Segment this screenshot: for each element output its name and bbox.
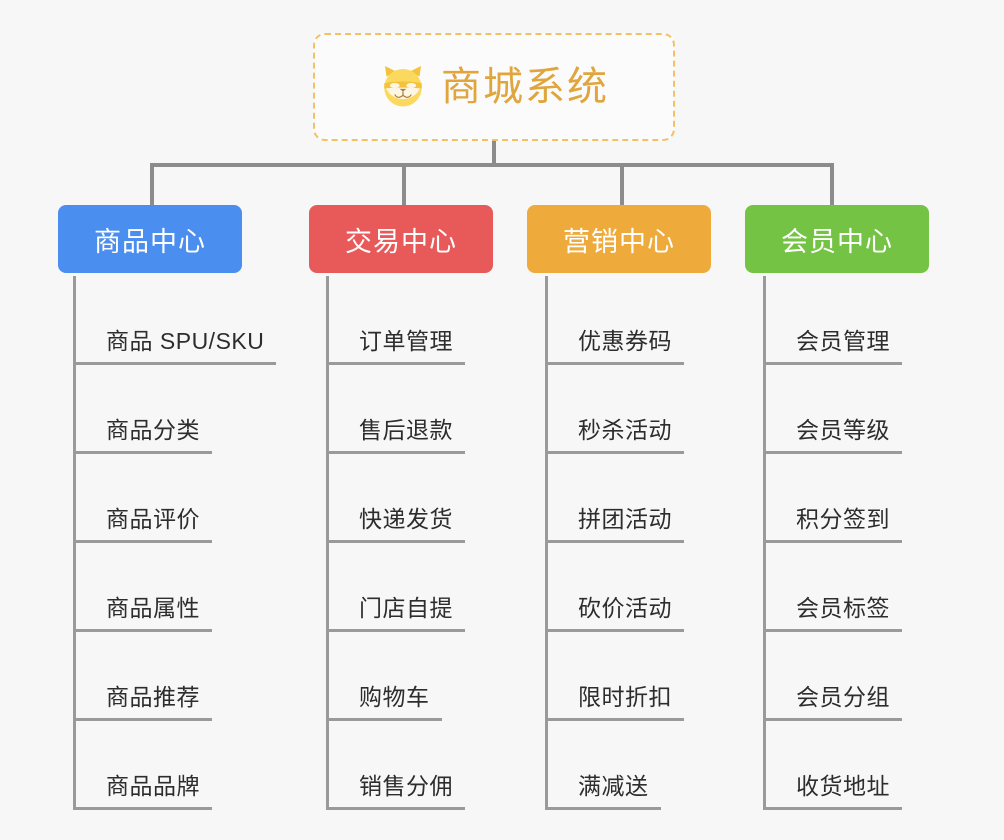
leaf-label: 拼团活动 (548, 508, 684, 543)
leaf-item[interactable]: 砍价活动 (548, 543, 684, 632)
leaf-item[interactable]: 会员标签 (766, 543, 902, 632)
leaf-item[interactable]: 商品推荐 (76, 632, 212, 721)
leaf-item[interactable]: 商品分类 (76, 365, 212, 454)
leaf-item[interactable]: 优惠券码 (548, 276, 684, 365)
leaf-label: 商品属性 (76, 597, 212, 632)
leaf-spine-0 (73, 276, 76, 810)
leaf-spine-1 (326, 276, 329, 810)
category-label-2: 营销中心 (563, 226, 675, 257)
leaf-item[interactable]: 拼团活动 (548, 454, 684, 543)
leaf-label: 收货地址 (766, 775, 902, 810)
leaf-item[interactable]: 购物车 (329, 632, 442, 721)
connector-horizontal-bus (150, 163, 834, 167)
leaf-label: 秒杀活动 (548, 419, 684, 454)
root-node[interactable]: 商城系统 (313, 33, 675, 141)
leaf-label: 会员标签 (766, 597, 902, 632)
leaf-item[interactable]: 会员等级 (766, 365, 902, 454)
leaf-label: 订单管理 (329, 330, 465, 365)
leaf-label: 会员分组 (766, 686, 902, 721)
dog-face-icon (379, 63, 427, 111)
leaf-item[interactable]: 商品评价 (76, 454, 212, 543)
leaf-spine-2 (545, 276, 548, 810)
leaf-label: 砍价活动 (548, 597, 684, 632)
leaf-item[interactable]: 销售分佣 (329, 721, 465, 810)
leaf-spine-3 (763, 276, 766, 810)
leaf-item[interactable]: 限时折扣 (548, 632, 684, 721)
leaf-label: 商品品牌 (76, 775, 212, 810)
category-label-3: 会员中心 (781, 226, 893, 257)
leaf-label: 优惠券码 (548, 330, 684, 365)
leaf-label: 会员等级 (766, 419, 902, 454)
leaf-item[interactable]: 门店自提 (329, 543, 465, 632)
category-box-3[interactable]: 会员中心 (745, 205, 929, 273)
category-box-0[interactable]: 商品中心 (58, 205, 242, 273)
leaf-item[interactable]: 商品属性 (76, 543, 212, 632)
leaf-item[interactable]: 收货地址 (766, 721, 902, 810)
leaf-label: 限时折扣 (548, 686, 684, 721)
category-label-0: 商品中心 (94, 226, 206, 257)
root-title: 商城系统 (441, 65, 609, 109)
leaf-label: 商品评价 (76, 508, 212, 543)
leaf-label: 销售分佣 (329, 775, 465, 810)
leaf-label: 商品分类 (76, 419, 212, 454)
connector-drop-3 (620, 163, 624, 207)
category-label-1: 交易中心 (345, 226, 457, 257)
leaf-item[interactable]: 商品品牌 (76, 721, 212, 810)
leaf-item[interactable]: 会员管理 (766, 276, 902, 365)
connector-drop-2 (402, 163, 406, 207)
category-box-2[interactable]: 营销中心 (527, 205, 711, 273)
leaf-item[interactable]: 快递发货 (329, 454, 465, 543)
leaf-label: 满减送 (548, 775, 661, 810)
leaf-label: 积分签到 (766, 508, 902, 543)
leaf-item[interactable]: 会员分组 (766, 632, 902, 721)
leaf-item[interactable]: 积分签到 (766, 454, 902, 543)
leaf-label: 会员管理 (766, 330, 902, 365)
leaf-label: 商品推荐 (76, 686, 212, 721)
category-box-1[interactable]: 交易中心 (309, 205, 493, 273)
leaf-label: 门店自提 (329, 597, 465, 632)
leaf-item[interactable]: 商品 SPU/SKU (76, 276, 277, 365)
leaf-label: 快递发货 (329, 508, 465, 543)
leaf-label: 购物车 (329, 686, 442, 721)
leaf-label: 商品 SPU/SKU (76, 330, 277, 365)
connector-root-stem (492, 141, 496, 167)
leaf-item[interactable]: 秒杀活动 (548, 365, 684, 454)
connector-drop-4 (830, 163, 834, 207)
connector-drop-1 (150, 163, 154, 207)
leaf-label: 售后退款 (329, 419, 465, 454)
leaf-item[interactable]: 订单管理 (329, 276, 465, 365)
leaf-item[interactable]: 售后退款 (329, 365, 465, 454)
leaf-item[interactable]: 满减送 (548, 721, 661, 810)
